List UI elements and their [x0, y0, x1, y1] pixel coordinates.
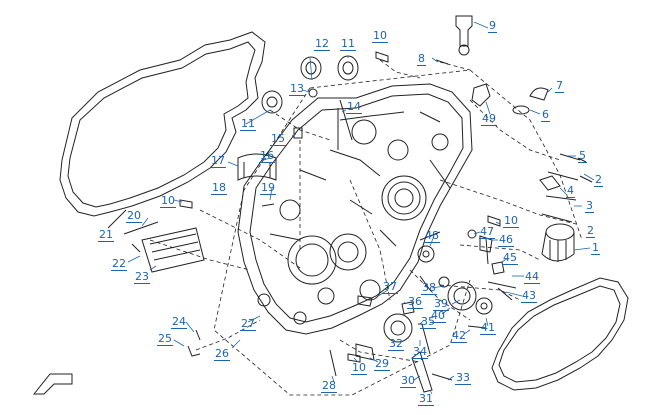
callout-40: 40 [430, 309, 446, 323]
callout-27: 27 [240, 317, 256, 331]
callout-11: 11 [340, 37, 356, 51]
callout-16: 16 [259, 149, 275, 163]
callout-17: 17 [210, 154, 226, 168]
callout-32: 32 [388, 337, 404, 351]
left-gasket [59, 31, 266, 217]
callout-15: 15 [270, 132, 286, 146]
crankcase-outline [237, 83, 473, 335]
callout-49: 49 [481, 112, 497, 126]
callout-10: 10 [160, 194, 176, 208]
callout-38: 38 [421, 281, 437, 295]
callout-36: 36 [407, 295, 423, 309]
callout-leaders [127, 21, 595, 395]
callout-22: 22 [111, 257, 127, 271]
callout-45: 45 [502, 251, 518, 265]
callout-7: 7 [555, 79, 564, 93]
callout-48: 48 [424, 229, 440, 243]
callout-26: 26 [214, 347, 230, 361]
callout-34: 34 [412, 345, 428, 359]
callout-5: 5 [578, 149, 587, 163]
callout-10: 10 [351, 361, 367, 375]
callout-20: 20 [126, 209, 142, 223]
callout-14: 14 [346, 100, 362, 114]
direction-arrow [32, 373, 73, 395]
callout-43: 43 [521, 289, 537, 303]
callout-28: 28 [321, 379, 337, 393]
callout-9: 9 [488, 19, 497, 33]
callout-2: 2 [594, 173, 603, 187]
callout-19: 19 [260, 181, 276, 195]
callout-41: 41 [480, 321, 496, 335]
callout-37: 37 [382, 280, 398, 294]
callout-31: 31 [418, 392, 434, 406]
callout-44: 44 [524, 270, 540, 284]
callout-10: 10 [503, 214, 519, 228]
callout-23: 23 [134, 270, 150, 284]
callout-42: 42 [451, 329, 467, 343]
callout-21: 21 [98, 228, 114, 242]
callout-33: 33 [455, 371, 471, 385]
callout-12: 12 [314, 37, 330, 51]
callout-6: 6 [541, 108, 550, 122]
callout-4: 4 [566, 184, 575, 198]
callout-11: 11 [240, 117, 256, 131]
callout-25: 25 [157, 332, 173, 346]
callout-8: 8 [417, 52, 426, 66]
callout-39: 39 [433, 297, 449, 311]
callout-46: 46 [498, 233, 514, 247]
callout-30: 30 [400, 374, 416, 388]
callout-1: 1 [591, 241, 600, 255]
callout-2: 2 [586, 224, 595, 238]
callout-13: 13 [289, 82, 305, 96]
callout-10: 10 [372, 29, 388, 43]
right-gasket [491, 277, 629, 391]
callout-47: 47 [479, 225, 495, 239]
callout-18: 18 [211, 181, 227, 195]
callout-29: 29 [374, 357, 390, 371]
callout-35: 35 [420, 315, 436, 329]
callout-3: 3 [585, 199, 594, 213]
callout-24: 24 [171, 315, 187, 329]
